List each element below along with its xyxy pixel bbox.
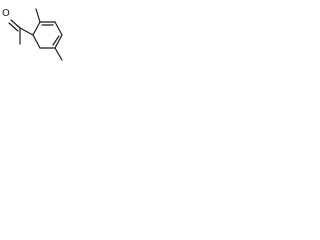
bond-c1-c2 [32,21,41,36]
bond-c3-c4 [54,21,63,36]
bond-c4-methyl [54,47,63,61]
structure-diagram: O [0,0,78,73]
bond-c4-c5 [54,34,63,49]
double-bond-c4-c5-inner [52,35,60,46]
bond-c1-carbonyl [19,27,34,36]
bond-carbonyl-oxygen-double [8,22,19,32]
bond-c6-c1 [32,34,41,49]
molecule-drawing: O [2,8,63,61]
bond-c2-methyl [35,8,41,23]
bond-carbonyl-oxygen [10,19,21,29]
oxygen-atom-label: O [2,8,10,19]
